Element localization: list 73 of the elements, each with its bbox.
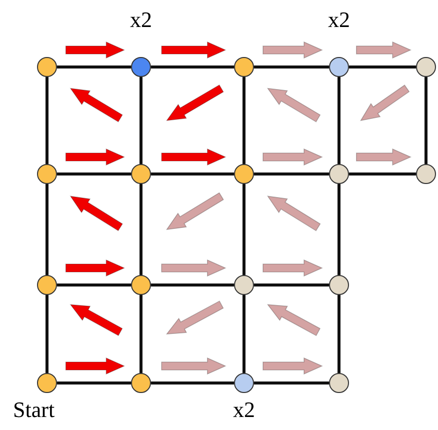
block-arrow [65,357,126,375]
block-arrow [356,148,412,166]
block-arrow [266,196,321,232]
circle-node [234,275,254,295]
node-label: x2 [328,9,350,31]
grid-line [242,184,246,275]
node-label: x2 [130,9,152,31]
block-arrow [360,84,410,122]
grid-line [57,284,131,286]
grid-line [151,382,234,384]
grid-line [254,172,329,176]
circle-node [131,275,151,295]
block-arrow [262,41,323,59]
circle-node [416,57,436,77]
block-arrow [262,259,323,277]
block-arrow [65,259,126,277]
grid-line [57,382,131,384]
block-arrow [166,84,224,121]
block-arrow [70,88,123,122]
grid-line [349,66,416,68]
block-arrow [356,41,412,59]
block-arrow [266,304,321,336]
grid-line [46,184,48,275]
circle-node [37,275,57,295]
grid-line [140,77,142,164]
block-arrow [65,41,126,59]
grid-line [338,77,340,164]
grid-line [338,184,340,275]
grid-line [254,66,329,68]
block-arrow [65,148,126,166]
grid-line [338,295,340,373]
circle-node [416,164,436,184]
circle-node [234,164,254,184]
grid-line [140,184,142,275]
circle-node [131,57,151,77]
circle-node [37,164,57,184]
circle-node [131,164,151,184]
grid-line [140,295,142,373]
block-arrow [166,300,224,334]
block-arrow [161,357,226,375]
circle-node [329,164,349,184]
grid-line [254,382,329,384]
circle-node [329,57,349,77]
block-arrow [266,88,321,122]
grid-line [151,66,234,68]
grid-line [151,284,234,286]
grid-line [242,295,246,373]
node-label: Start [13,399,55,421]
circle-node [37,373,57,393]
node-label: x2 [233,399,255,421]
circle-node [234,373,254,393]
grid-line [242,77,246,164]
grid-line [424,77,428,164]
grid-line [57,172,131,176]
block-arrow [70,304,123,336]
grid-line [57,66,131,68]
circle-node [37,57,57,77]
circle-node [329,275,349,295]
block-arrow [70,196,123,232]
block-arrow [262,357,323,375]
block-arrow [161,41,226,59]
grid-line [46,295,48,373]
block-arrow [161,259,226,277]
grid-line [46,77,48,164]
circle-node [234,57,254,77]
circle-node [131,373,151,393]
block-arrow [161,148,226,166]
circle-node [329,373,349,393]
grid-line [151,172,234,176]
grid-line [349,172,416,176]
grid-line [254,284,329,286]
block-arrow [262,148,323,166]
block-arrow [166,192,224,230]
